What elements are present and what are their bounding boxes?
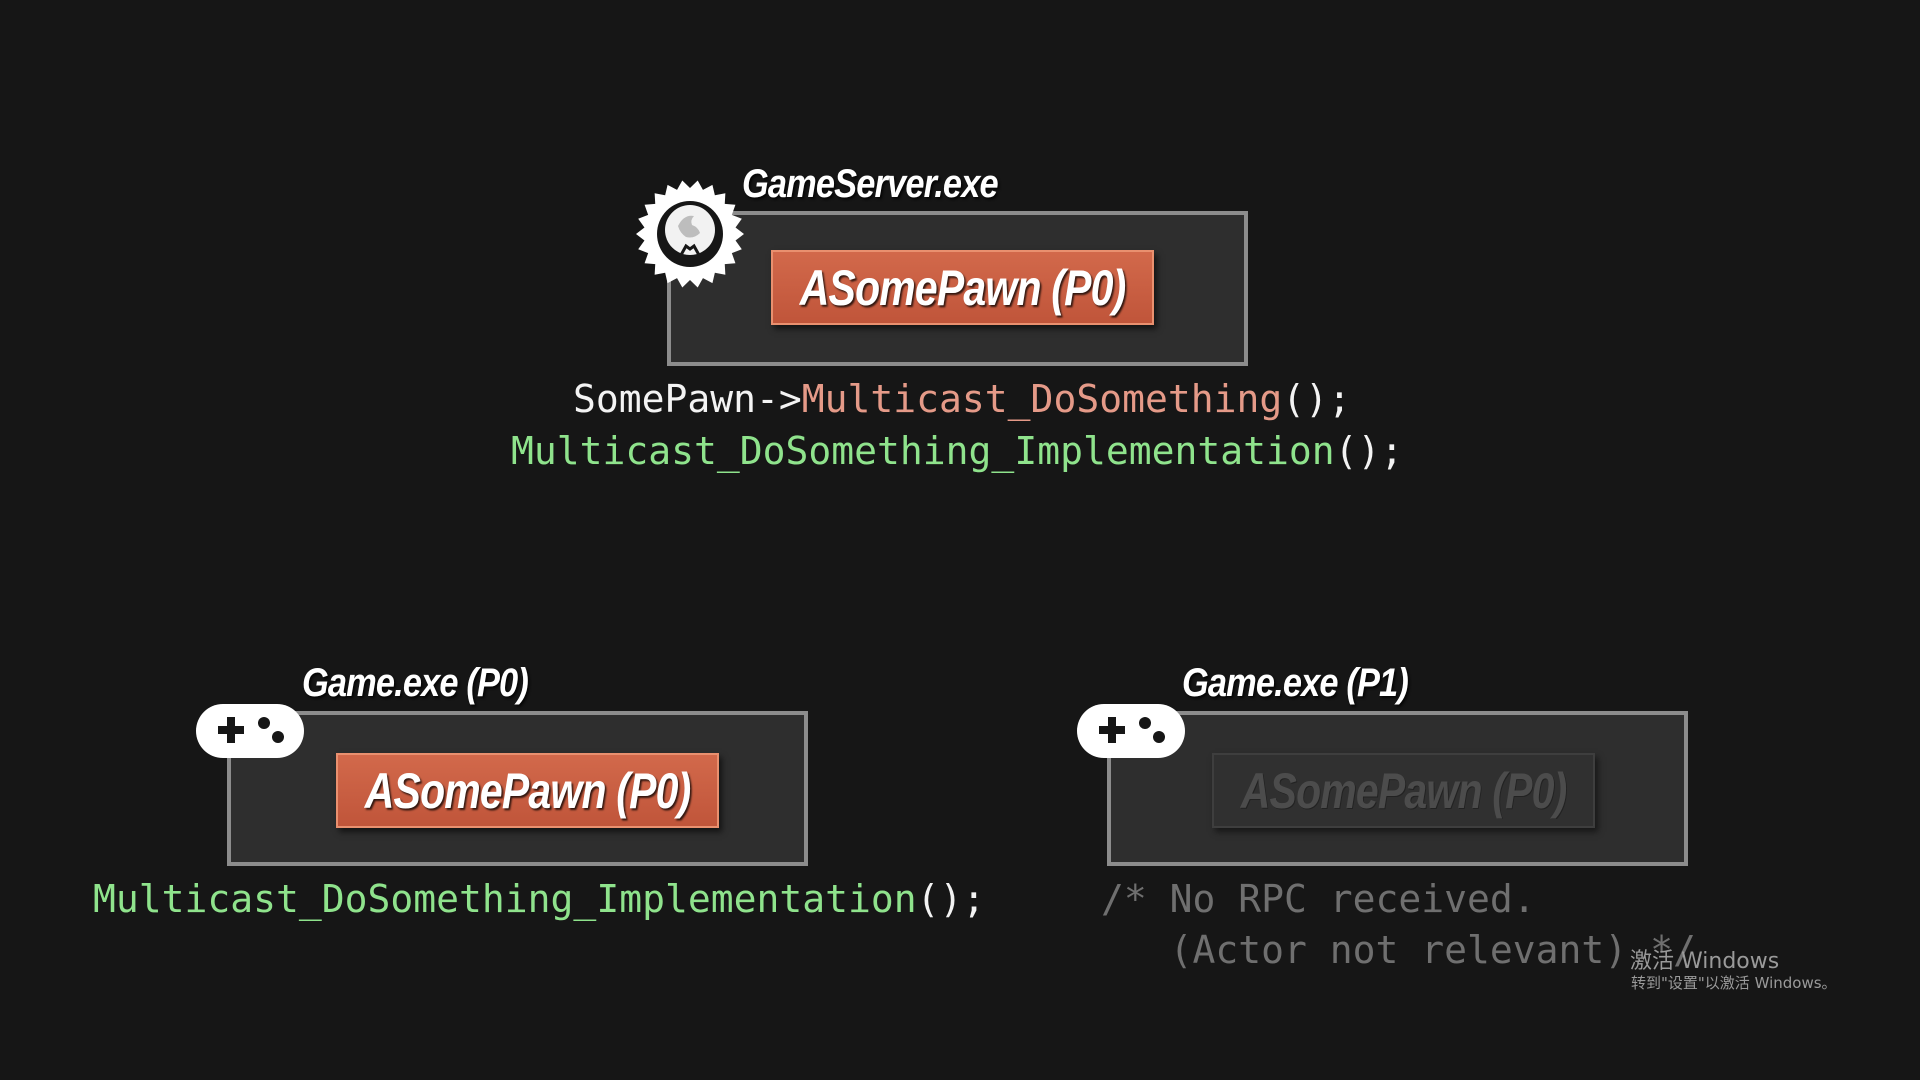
server-process-label: GameServer.exe xyxy=(742,162,999,206)
client-p1-pawn-label: ASomePawn (P0) xyxy=(1240,762,1568,819)
client-p0-process-label: Game.exe (P0) xyxy=(302,661,529,705)
server-badge-icon xyxy=(636,180,744,288)
client-p0-pawn-label: ASomePawn (P0) xyxy=(364,762,692,819)
client-p1-comment-line-2: (Actor not relevant) */ xyxy=(1101,928,1696,972)
server-code-line-1: SomePawn->Multicast_DoSomething(); xyxy=(573,377,1351,421)
server-code-2-token-impl: Multicast_DoSomething_Implementation xyxy=(511,429,1335,473)
server-process-box: ASomePawn (P0) xyxy=(667,211,1248,366)
client-p0-gamepad-icon xyxy=(196,704,304,758)
windows-activation-subtitle: 转到"设置"以激活 Windows。 xyxy=(1631,974,1837,992)
windows-activation-title: 激活 Windows xyxy=(1630,949,1780,974)
server-code-1-token-plain: (); xyxy=(1282,377,1351,421)
client-p1-gamepad-icon xyxy=(1077,704,1185,758)
server-code-line-2: Multicast_DoSomething_Implementation(); xyxy=(511,429,1403,473)
server-code-2-token-plain: (); xyxy=(1334,429,1404,473)
client-p1-process-box: ASomePawn (P0) xyxy=(1107,711,1688,866)
client-p0-code-token-plain: (); xyxy=(916,877,986,921)
client-p1-pawn-badge: ASomePawn (P0) xyxy=(1212,753,1595,828)
client-p1-process-label: Game.exe (P1) xyxy=(1182,661,1409,705)
server-pawn-label: ASomePawn (P0) xyxy=(799,259,1127,316)
client-p0-pawn-badge: ASomePawn (P0) xyxy=(336,753,719,828)
server-pawn-badge: ASomePawn (P0) xyxy=(771,250,1154,325)
client-p0-code-line: Multicast_DoSomething_Implementation(); xyxy=(93,877,985,921)
client-p0-code-token-impl: Multicast_DoSomething_Implementation xyxy=(93,877,917,921)
client-p1-comment-line-1: /* No RPC received. xyxy=(1101,877,1536,921)
server-code-1-token-plain: SomePawn-> xyxy=(573,377,802,421)
server-code-1-token-call: Multicast_DoSomething xyxy=(801,377,1283,421)
client-p0-process-box: ASomePawn (P0) xyxy=(227,711,808,866)
